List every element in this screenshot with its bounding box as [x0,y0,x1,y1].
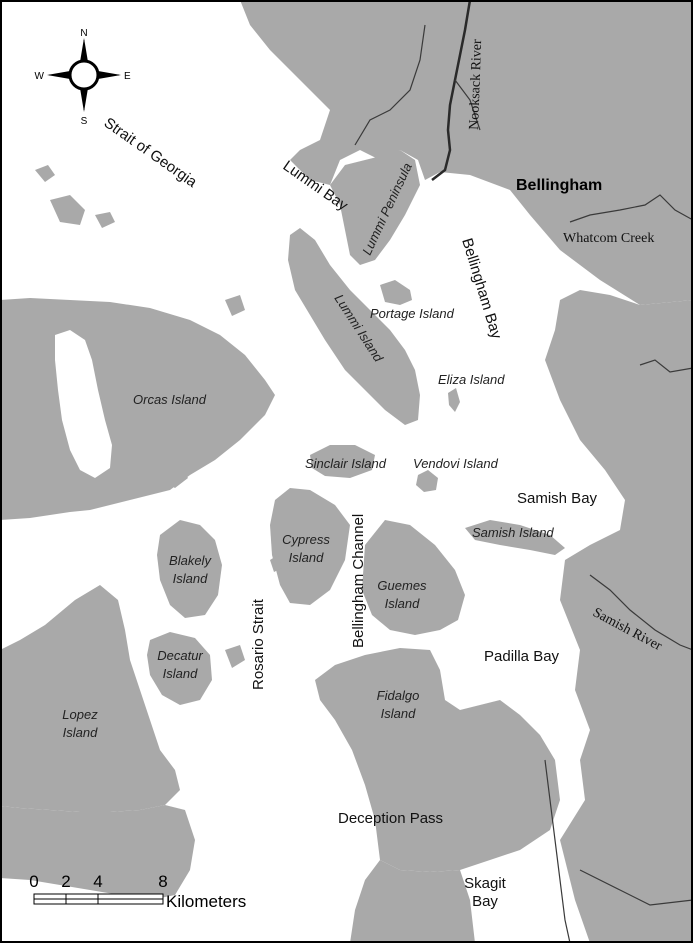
decatur-island [147,632,212,705]
compass-rose: N S E W [35,28,131,127]
nooksack-river [431,0,472,181]
small-island-1 [50,195,85,225]
label-blakely-island-2: Island [173,571,208,586]
label-guemes-island-1: Guemes [377,578,427,593]
samish-river [589,574,693,651]
small-island-3 [95,212,115,228]
southwest-land [0,805,195,900]
scale-bar: 0 2 4 8 Kilometers [29,872,246,911]
fidalgo-island [315,648,560,872]
label-rosario-strait: Rosario Strait [250,598,267,690]
small-island-7 [270,555,282,572]
label-nooksack-river: Nooksack River [467,39,485,130]
small-island-6 [225,645,245,668]
scale-unit: Kilometers [166,892,246,911]
label-fidalgo-island-1: Fidalgo [377,688,420,703]
label-guemes-island-2: Island [385,596,420,611]
lummi-peninsula [330,150,420,265]
guemes-island [362,520,465,635]
east-sound [55,330,112,478]
small-island-2 [35,165,55,182]
sinclair-island [310,445,375,478]
label-portage-island: Portage Island [370,306,455,321]
label-samish-bay: Samish Bay [517,490,598,507]
skagit-channel [544,759,571,943]
scale-tick-2: 2 [61,872,70,891]
blakely-island [157,520,222,618]
compass-e: E [124,71,131,82]
label-decatur-island-2: Island [163,666,198,681]
nooksack-tributary-1 [354,24,426,146]
scale-tick-4: 4 [93,872,102,891]
portage-island [380,280,412,305]
label-decatur-island-1: Decatur [157,648,203,663]
compass-w: W [35,71,45,82]
compass-s: S [81,116,88,127]
label-samish-island: Samish Island [472,525,554,540]
compass-n: N [80,28,87,39]
vendovi-island [416,470,438,492]
label-lopez-island-1: Lopez [62,707,98,722]
skagit-delta [579,869,693,906]
label-sinclair-island: Sinclair Island [305,456,387,471]
samish-island [465,520,565,555]
label-fidalgo-island-2: Island [381,706,416,721]
small-island-4 [225,295,245,316]
lopez-island [0,585,180,812]
label-bellingham: Bellingham [516,177,602,194]
label-bellingham-channel: Bellingham Channel [350,514,367,648]
east-river [639,359,693,373]
cypress-island [270,488,350,605]
label-orcas-island: Orcas Island [133,392,207,407]
label-deception-pass: Deception Pass [338,810,443,827]
label-skagit-bay-1: Skagit [464,875,507,892]
whidbey-north [350,860,475,943]
lummi-island [288,228,420,425]
scale-tick-0: 0 [29,872,38,891]
mainland-east [545,290,693,943]
label-blakely-island-1: Blakely [169,553,212,568]
label-cypress-island-2: Island [289,550,324,565]
small-island-5 [165,465,188,488]
label-lopez-island-2: Island [63,725,98,740]
scale-tick-8: 8 [158,872,167,891]
label-whatcom-creek: Whatcom Creek [563,231,654,246]
mainland-north [240,0,693,305]
river-layer [354,0,693,943]
label-eliza-island: Eliza Island [438,372,505,387]
label-cypress-island-1: Cypress [282,532,330,547]
nooksack-tributary-2 [454,79,481,131]
label-padilla-bay: Padilla Bay [484,648,560,665]
eliza-island [448,388,460,412]
label-skagit-bay-2: Bay [472,893,498,910]
whatcom-creek [569,194,693,223]
label-vendovi-island: Vendovi Island [413,456,499,471]
